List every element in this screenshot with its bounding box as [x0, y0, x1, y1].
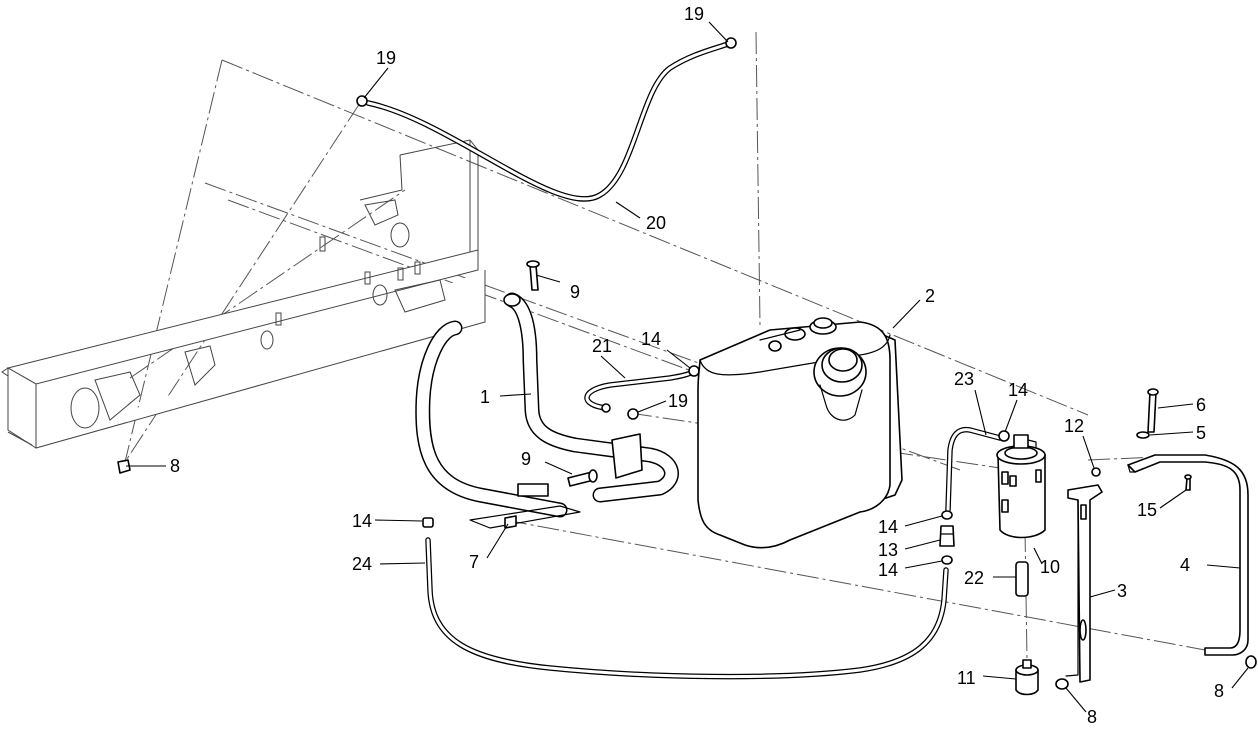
- callout-9: 9: [521, 449, 531, 469]
- callout-11: 11: [957, 668, 976, 688]
- nut-8-center: [1055, 678, 1069, 690]
- filter-11: [1015, 659, 1039, 696]
- hose-clamp-19-left: [356, 95, 368, 107]
- fuel-tank-2: [697, 317, 903, 549]
- callout-13: 13: [878, 540, 898, 560]
- nut-8-right: [1245, 655, 1257, 669]
- fuel-filter-13: [939, 525, 955, 547]
- fuel-tube-1: [415, 292, 679, 518]
- callout-24: 24: [352, 554, 372, 574]
- callout-labels: 19 19 20 9 2 21 14 1 19 23 14 6 12 5 9 8…: [170, 4, 1224, 727]
- callout-10: 10: [1040, 557, 1060, 577]
- callout-15: 15: [1137, 500, 1157, 520]
- hose-21: [584, 365, 700, 420]
- machine-frame: [1, 139, 486, 449]
- callout-19: 19: [376, 48, 396, 68]
- callout-8: 8: [1214, 681, 1224, 701]
- callout-22: 22: [964, 568, 984, 588]
- callout-19: 19: [684, 4, 704, 24]
- callout-3: 3: [1117, 581, 1127, 601]
- strap-4: [1127, 454, 1249, 656]
- nut-12: [1091, 467, 1101, 477]
- hose-22: [1015, 561, 1029, 597]
- callout-14: 14: [878, 517, 898, 537]
- callout-2: 2: [925, 286, 935, 306]
- washer-5: [1136, 431, 1150, 439]
- callout-9: 9: [570, 282, 580, 302]
- nut-8-left: [117, 459, 131, 474]
- bolt-9-lower: [567, 469, 598, 487]
- callout-6: 6: [1196, 395, 1206, 415]
- callout-23: 23: [954, 369, 974, 389]
- callout-21: 21: [592, 336, 612, 356]
- callout-14: 14: [352, 511, 372, 531]
- leader-lines: [126, 21, 1249, 713]
- pin-15: [1184, 474, 1192, 491]
- callout-8: 8: [1087, 707, 1097, 727]
- callout-4: 4: [1180, 555, 1190, 575]
- hose-clamp-19-top: [725, 37, 737, 49]
- phantom-lines: [124, 31, 1206, 661]
- clamp-14-left: [422, 517, 434, 528]
- hose-23: [945, 426, 1003, 513]
- callout-14: 14: [641, 329, 661, 349]
- callout-12: 12: [1064, 416, 1084, 436]
- callout-14: 14: [878, 560, 898, 580]
- clamp-14-lower: [941, 555, 953, 565]
- bolt-6: [1147, 388, 1159, 433]
- bolt-9-upper: [526, 260, 540, 291]
- callout-5: 5: [1196, 423, 1206, 443]
- clamp-14-upper: [998, 430, 1010, 442]
- callout-1: 1: [480, 387, 490, 407]
- callout-19: 19: [668, 391, 688, 411]
- canister-10: [996, 434, 1046, 539]
- hose-24: [425, 537, 949, 680]
- bracket-3: [1065, 484, 1103, 683]
- hose-20: [365, 41, 731, 202]
- callout-14: 14: [1008, 380, 1028, 400]
- callout-8: 8: [170, 456, 180, 476]
- clamp-14-mid: [941, 510, 953, 520]
- callout-7: 7: [469, 552, 479, 572]
- callout-20: 20: [646, 213, 666, 233]
